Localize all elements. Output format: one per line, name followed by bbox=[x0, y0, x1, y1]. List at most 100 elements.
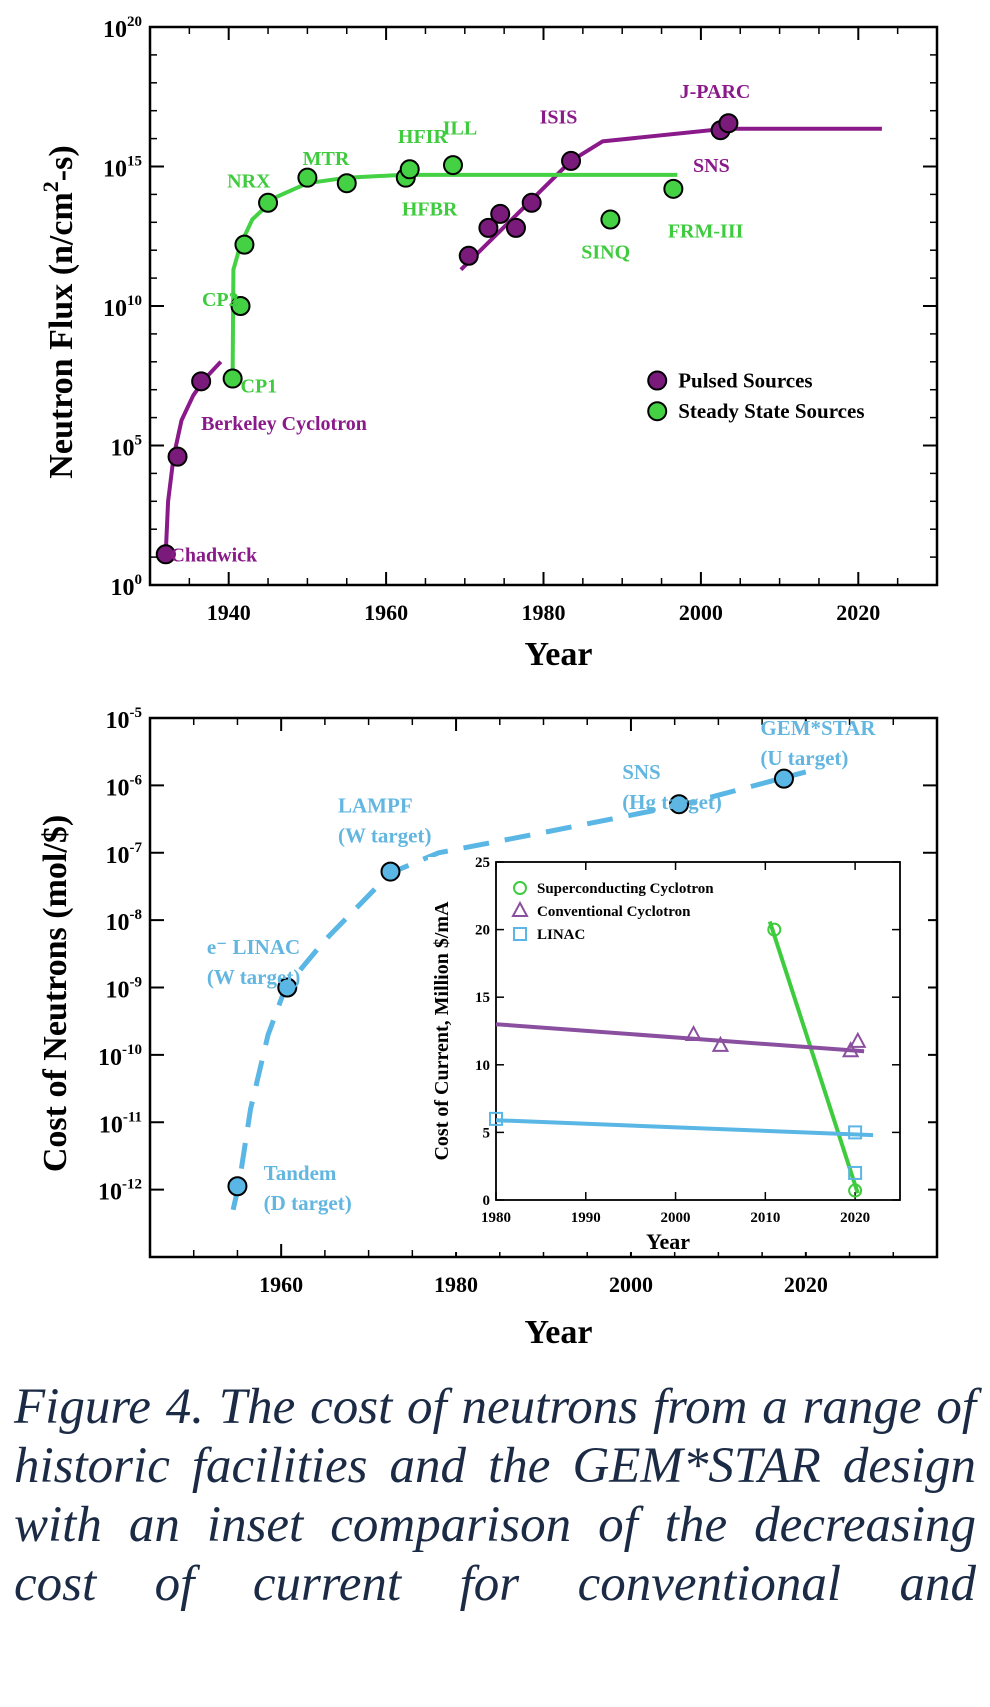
tick-base: 10 bbox=[111, 575, 135, 601]
source-label: Berkeley Cyclotron bbox=[201, 413, 367, 435]
y-tick-label: 1020 bbox=[103, 14, 142, 43]
y-tick-label: 10-10 bbox=[98, 1042, 142, 1071]
legend-pulsed-marker bbox=[647, 370, 668, 391]
facility-label: (D target) bbox=[264, 1191, 352, 1215]
tick-exponent: 0 bbox=[135, 572, 143, 588]
facility-label: LAMPF bbox=[338, 794, 413, 818]
triangle-series-point bbox=[841, 1041, 860, 1058]
source-label: FRM-III bbox=[668, 221, 744, 243]
circle-series-point bbox=[848, 1183, 863, 1198]
inset-y-tick-label: 10 bbox=[475, 1058, 490, 1074]
facility-cost-point bbox=[277, 977, 298, 998]
x-tick-label: 1960 bbox=[259, 1272, 303, 1297]
inset-y-tick-label: 0 bbox=[483, 1193, 491, 1209]
y-tick-label: 10-11 bbox=[99, 1109, 142, 1138]
tick-exponent: -7 bbox=[130, 840, 143, 856]
tick-exponent: -6 bbox=[130, 772, 143, 788]
pulsed-source-point bbox=[718, 113, 739, 134]
legend-steady-marker bbox=[647, 401, 668, 422]
x-tick-label: 2000 bbox=[679, 600, 723, 625]
inset-x-tick-label: 2020 bbox=[840, 1210, 870, 1226]
square-series-point bbox=[489, 1111, 503, 1126]
source-label: SINQ bbox=[581, 242, 630, 264]
inset-x-tick-label: 2000 bbox=[661, 1210, 691, 1226]
inset-x-tick-label: 1980 bbox=[481, 1210, 511, 1226]
source-label: NRX bbox=[227, 170, 271, 192]
cost-trend-dashed-line bbox=[230, 769, 807, 1211]
y-tick-label: 1015 bbox=[103, 154, 142, 183]
square-series-trend-line bbox=[495, 1118, 874, 1138]
legend-pulsed-label: Pulsed Sources bbox=[678, 369, 812, 393]
tick-base: 10 bbox=[103, 157, 127, 183]
steady-source-point bbox=[234, 234, 255, 255]
facility-label: (W target) bbox=[338, 824, 432, 848]
inset-y-tick-label: 15 bbox=[475, 990, 490, 1006]
inset-x-axis-title: Year bbox=[646, 1229, 690, 1254]
pulsed-source-point bbox=[191, 371, 212, 392]
y-tick-label: 10-6 bbox=[106, 772, 143, 801]
triangle-series-trend-line bbox=[495, 1022, 865, 1054]
inset-y-tick-label: 5 bbox=[483, 1125, 491, 1141]
y-tick-label: 10-8 bbox=[106, 907, 143, 936]
y-tick-label: 10-5 bbox=[106, 705, 143, 734]
circle-series-trend-line bbox=[767, 920, 860, 1194]
source-label: ISIS bbox=[540, 106, 578, 128]
facility-label: e⁻ LINAC bbox=[207, 935, 300, 959]
inset-y-tick-label: 20 bbox=[475, 923, 490, 939]
tick-base: 10 bbox=[106, 843, 130, 869]
facility-cost-point bbox=[669, 794, 690, 815]
pulsed-source-point bbox=[155, 544, 176, 565]
y-tick-label: 10-7 bbox=[106, 840, 143, 869]
x-tick-label: 2020 bbox=[784, 1272, 828, 1297]
pulsed-source-point bbox=[167, 446, 188, 467]
x-tick-label: 1940 bbox=[207, 600, 251, 625]
source-label: CP2 bbox=[202, 289, 239, 311]
source-label: HFBR bbox=[402, 198, 458, 220]
inset-x-tick-label: 2010 bbox=[750, 1210, 780, 1226]
tick-exponent: -12 bbox=[122, 1177, 142, 1193]
triangle-series-point bbox=[711, 1035, 730, 1052]
facility-label: (W target) bbox=[207, 965, 300, 989]
tick-exponent: 15 bbox=[127, 154, 142, 170]
source-label: SNS bbox=[693, 155, 730, 177]
x-tick-label: 1980 bbox=[522, 600, 566, 625]
x-axis-title: Year bbox=[525, 1314, 593, 1351]
triangle-series-point bbox=[684, 1024, 703, 1042]
y-title-text: Neutron Flux (n/cm bbox=[43, 192, 80, 478]
tick-exponent: 5 bbox=[135, 433, 143, 449]
tick-base: 10 bbox=[99, 1112, 123, 1138]
figure-caption: Figure 4. The cost of neutrons from a ra… bbox=[14, 1379, 976, 1612]
inset-frame bbox=[495, 861, 901, 1201]
pulsed-source-point bbox=[505, 217, 526, 238]
tick-base: 10 bbox=[106, 775, 130, 801]
y-axis-title: Neutron Flux (n/cm2-s) bbox=[38, 145, 80, 478]
steady-source-point bbox=[600, 209, 621, 230]
legend-steady-label: Steady State Sources bbox=[678, 399, 864, 423]
tick-base: 10 bbox=[106, 910, 130, 936]
steady-source-point bbox=[297, 167, 318, 188]
tick-base: 10 bbox=[98, 1180, 122, 1206]
tick-exponent: -9 bbox=[130, 975, 143, 991]
steady-source-point bbox=[222, 368, 243, 389]
source-label: HFIR bbox=[398, 126, 449, 148]
y-title-text: -s) bbox=[43, 145, 80, 181]
pulsed-source-point bbox=[561, 150, 582, 171]
facility-cost-point bbox=[380, 861, 401, 882]
y-tick-label: 1010 bbox=[103, 293, 142, 322]
source-label: J-PARC bbox=[680, 81, 751, 103]
inset-legend-label: Superconducting Cyclotron bbox=[537, 881, 714, 897]
tick-base: 10 bbox=[111, 436, 135, 462]
pulsed-source-point bbox=[478, 217, 499, 238]
pulsed-source-point bbox=[490, 203, 511, 224]
tick-base: 10 bbox=[106, 708, 130, 734]
circle-series-point bbox=[767, 922, 782, 937]
inset-y-axis-title: Cost of Current, Million $/mA bbox=[431, 901, 453, 1161]
tick-base: 10 bbox=[106, 978, 130, 1004]
inset-x-tick-label: 1990 bbox=[571, 1210, 601, 1226]
steady-source-point bbox=[230, 296, 251, 316]
facility-label: (Hg target) bbox=[622, 790, 722, 814]
steady-source-point bbox=[336, 173, 357, 194]
